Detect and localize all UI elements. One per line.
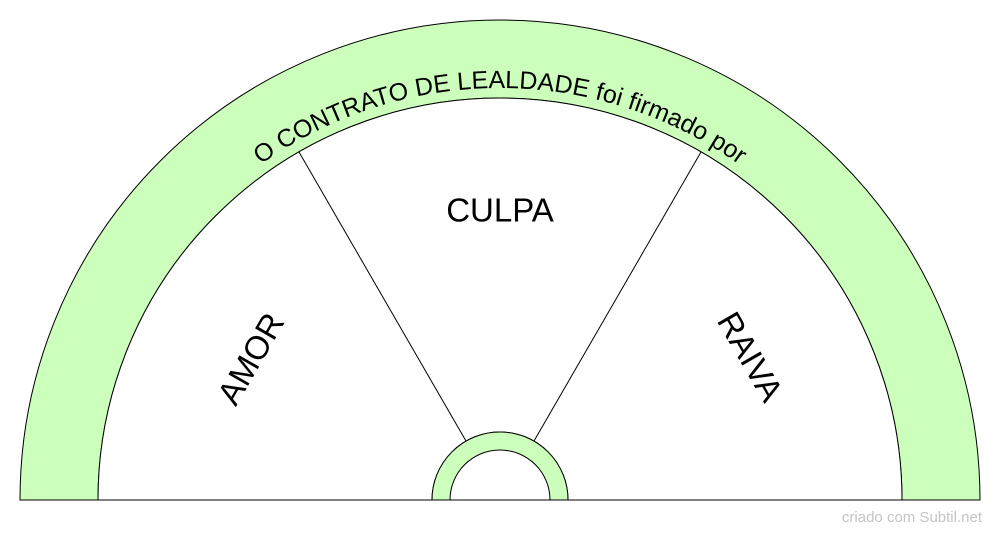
segment-label-culpa: CULPA	[446, 192, 554, 229]
credit-text: criado com Subtil.net	[841, 509, 982, 526]
divider-left	[298, 151, 467, 442]
inner-ring	[431, 431, 569, 501]
divider-right	[533, 151, 702, 442]
